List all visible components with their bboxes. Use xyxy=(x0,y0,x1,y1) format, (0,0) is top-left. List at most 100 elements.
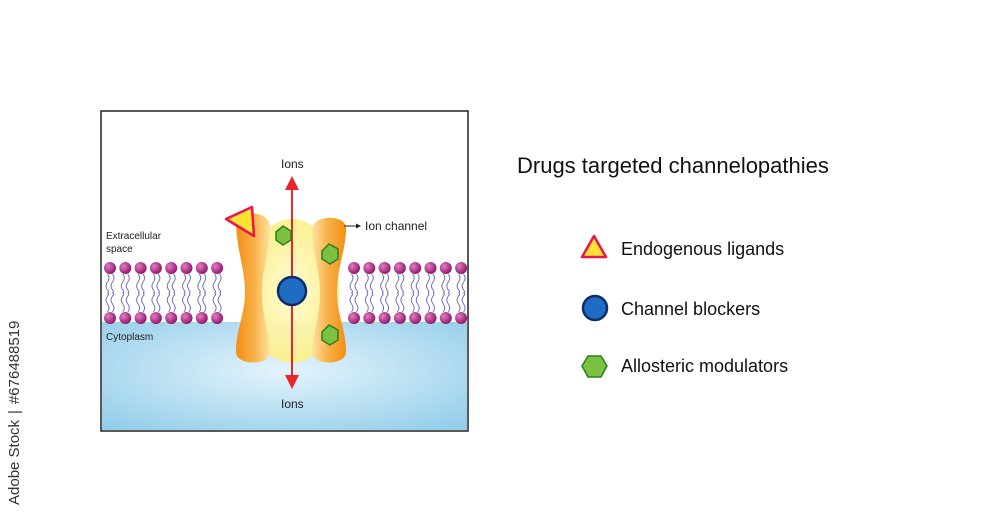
lipid-tail xyxy=(410,292,415,313)
lipid-tail xyxy=(426,292,430,313)
lipid-tail xyxy=(369,292,374,313)
legend-title: Drugs targeted channelopathies xyxy=(517,153,829,178)
lipid-tail xyxy=(431,273,435,294)
lipid-tail xyxy=(202,273,207,294)
allosteric-modulator-hexagon xyxy=(275,225,292,246)
lipid-tail xyxy=(125,273,130,294)
lipid-tail xyxy=(197,292,202,313)
phospholipid-head xyxy=(149,312,162,324)
lipid-tail xyxy=(141,273,146,294)
phospholipid-head xyxy=(424,312,437,324)
phospholipid-head xyxy=(455,312,468,324)
lipid-tail xyxy=(187,292,191,313)
legend-item-label: Channel blockers xyxy=(621,299,760,319)
lipid-tail xyxy=(105,292,110,313)
phospholipid-head xyxy=(348,262,360,274)
lipid-tail xyxy=(446,273,451,294)
lipid-bilayer xyxy=(104,262,468,324)
lipid-tail xyxy=(136,292,141,313)
phospholipid-head xyxy=(195,262,208,274)
lipid-tail xyxy=(187,273,191,294)
phospholipid-head xyxy=(439,262,452,274)
lipid-tail xyxy=(110,273,115,294)
lipid-tail xyxy=(400,273,405,294)
ions-bottom-label: Ions xyxy=(281,397,304,411)
phospholipid-head xyxy=(424,262,437,274)
lipid-tail xyxy=(156,292,161,313)
lipid-tail xyxy=(415,273,420,294)
lipid-tail xyxy=(212,292,217,313)
lipid-tail xyxy=(395,273,400,294)
allosteric-modulator-hexagon xyxy=(321,324,339,346)
lipid-tail xyxy=(166,273,171,294)
phospholipid-head xyxy=(180,262,193,274)
phospholipid-head xyxy=(180,312,193,324)
lipid-tail xyxy=(415,292,420,313)
lipid-tail xyxy=(136,273,141,294)
lipid-tail xyxy=(349,292,354,313)
extracellular-label: Extracellular space xyxy=(106,231,164,255)
phospholipid-head xyxy=(409,312,422,324)
phospholipid-head xyxy=(165,312,178,324)
lipid-tail xyxy=(431,292,435,313)
lipid-tail xyxy=(369,273,374,294)
phospholipid-head xyxy=(455,262,468,274)
lipid-tail xyxy=(456,273,461,294)
lipid-tail xyxy=(461,273,466,294)
ion-channel-label: Ion channel xyxy=(365,219,427,233)
phospholipid-head xyxy=(104,312,116,324)
phospholipid-head xyxy=(149,262,162,274)
lipid-tail xyxy=(182,273,186,294)
phospholipid-head xyxy=(409,262,422,274)
phospholipid-head xyxy=(134,262,147,274)
membrane-diagram: Ions Ions Ion channel Extracellular spac… xyxy=(100,110,469,432)
phospholipid-head xyxy=(348,312,360,324)
phospholipid-head xyxy=(393,312,406,324)
lipid-tail xyxy=(380,273,385,294)
lipid-tail xyxy=(120,273,125,294)
phospholipid-head xyxy=(211,262,224,274)
lipid-tail xyxy=(395,292,400,313)
legend-item-label: Endogenous ligands xyxy=(621,239,784,259)
allosteric-modulator-hexagon xyxy=(321,243,339,265)
lipid-tail xyxy=(105,273,110,294)
lipid-tail xyxy=(217,292,222,313)
phospholipid-head xyxy=(439,312,452,324)
lipid-tail xyxy=(151,292,156,313)
legend-item-label: Allosteric modulators xyxy=(621,356,788,376)
lipid-tail xyxy=(354,292,359,313)
ions-top-label: Ions xyxy=(281,157,304,171)
cytoplasm-label: Cytoplasm xyxy=(106,332,153,343)
lipid-tail xyxy=(461,292,466,313)
triangle-icon xyxy=(580,234,608,259)
lipid-tail xyxy=(426,273,430,294)
phospholipid-head xyxy=(119,262,132,274)
channel-subunit-left xyxy=(236,213,270,363)
phospholipid-head xyxy=(134,312,147,324)
lipid-tail xyxy=(197,273,202,294)
lipid-tail xyxy=(349,273,354,294)
endogenous-ligand-triangle xyxy=(224,205,256,238)
lipid-tail xyxy=(202,292,207,313)
lipid-tail xyxy=(182,292,186,313)
lipid-tail xyxy=(400,292,405,313)
lipid-tail xyxy=(410,273,415,294)
phospholipid-head xyxy=(104,262,116,274)
hexagon-icon xyxy=(581,355,608,378)
phospholipid-head xyxy=(195,312,208,324)
channel-blocker-circle xyxy=(276,275,308,307)
lipid-tail xyxy=(385,273,390,294)
phospholipid-head xyxy=(363,312,376,324)
lipid-tail xyxy=(151,273,156,294)
lipid-tail xyxy=(380,292,385,313)
lipid-tail xyxy=(166,292,171,313)
lipid-tail xyxy=(110,292,115,313)
phospholipid-head xyxy=(378,262,391,274)
phospholipid-head xyxy=(119,312,132,324)
circle-icon xyxy=(581,294,609,322)
lipid-tail xyxy=(364,292,369,313)
lipid-tail xyxy=(364,273,369,294)
lipid-tail xyxy=(441,273,446,294)
phospholipid-head xyxy=(211,312,224,324)
lipid-tail xyxy=(171,273,176,294)
